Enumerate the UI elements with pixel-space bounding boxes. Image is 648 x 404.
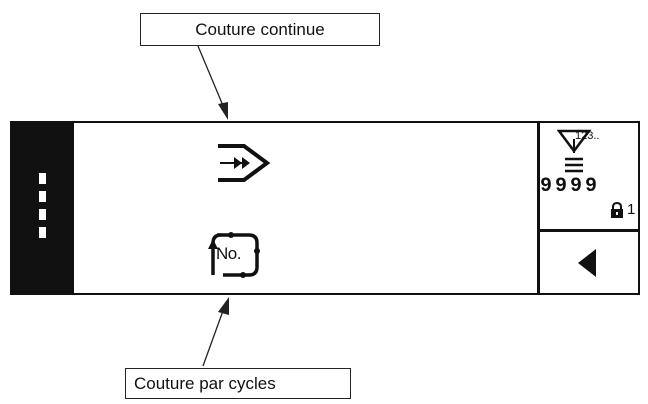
callout-couture-par-cycles-label: Couture par cycles: [134, 374, 276, 393]
callout-couture-continue: Couture continue: [140, 13, 380, 46]
menu-dash: [39, 173, 46, 184]
panel-divider: [537, 123, 540, 293]
left-menu-bar[interactable]: [12, 123, 74, 293]
lock-level: 1: [627, 201, 636, 218]
back-arrow-icon: [578, 249, 596, 277]
callout-couture-continue-label: Couture continue: [195, 20, 325, 39]
back-button[interactable]: [572, 243, 602, 283]
menu-dash: [39, 209, 46, 220]
menu-dash: [39, 227, 46, 238]
callout-couture-par-cycles: Couture par cycles: [125, 368, 351, 399]
cycle-no-label: No.: [216, 244, 241, 263]
lock-icon: [611, 202, 623, 218]
lock-status: 1: [610, 201, 642, 219]
counter-value: 9999: [540, 175, 601, 198]
panel-hdivider: [539, 229, 639, 232]
stitch-counter-icon[interactable]: 123..: [557, 129, 617, 177]
continuous-sewing-icon[interactable]: [212, 143, 274, 183]
cycle-sewing-icon[interactable]: No.: [205, 225, 269, 285]
sewing-mode-panel: No. 123.. 9999 1: [10, 121, 640, 295]
menu-dash: [39, 191, 46, 202]
counter-label: 123..: [575, 130, 600, 142]
